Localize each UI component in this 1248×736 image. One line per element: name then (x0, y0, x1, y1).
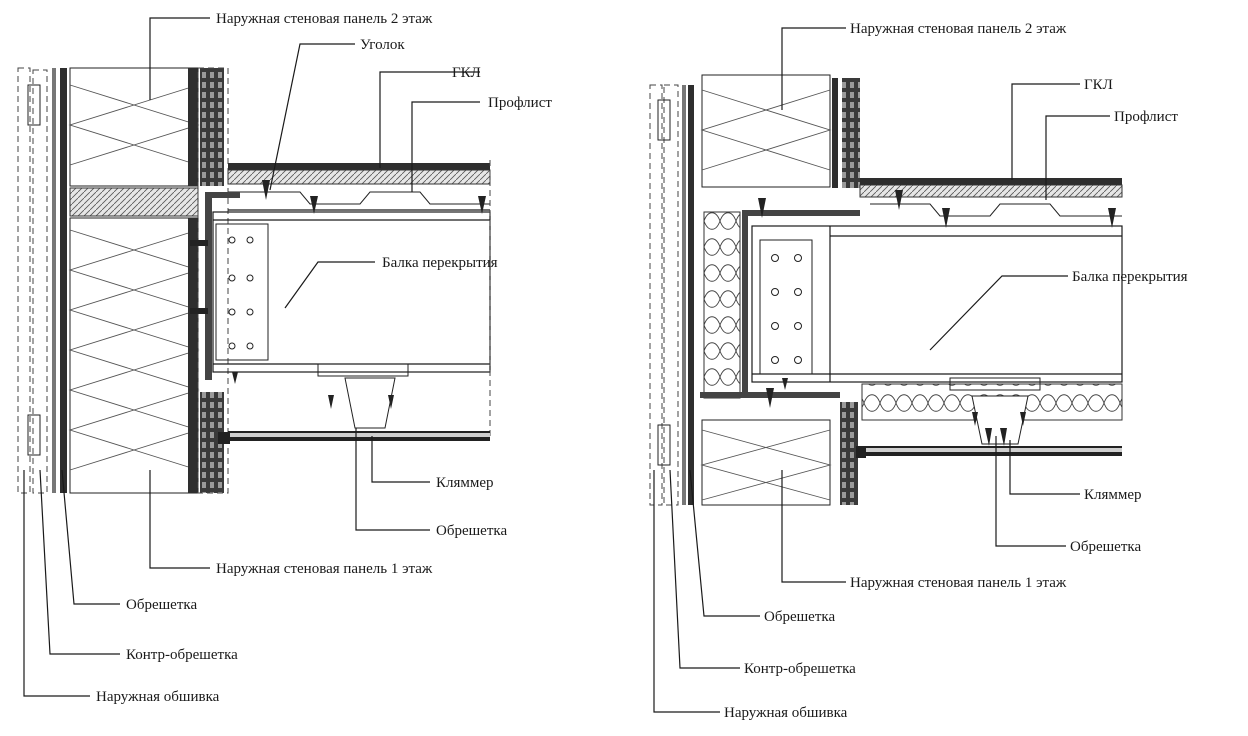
label-profiled-sheet-right: Профлист (1114, 109, 1178, 125)
label-wall-panel-upper-right: Наружная стеновая панель 2 этаж (850, 21, 1067, 37)
rim-insulation-right (703, 211, 741, 399)
fasteners-right (758, 190, 1116, 458)
floor-beam-right (751, 225, 1123, 383)
counter-batten-left (32, 69, 48, 494)
label-floor-beam-right: Балка перекрытия (1072, 269, 1188, 285)
batten-strip-left (60, 68, 67, 493)
label-batten-outer-left: Обрешетка (126, 597, 197, 613)
lower-panel-left (68, 217, 200, 494)
labels-right: Наружная стеновая панель 2 этаж ГКЛ Проф… (724, 21, 1188, 721)
lower-panel-right (700, 402, 858, 506)
fasteners-left (190, 180, 486, 444)
label-angle-left: Уголок (360, 37, 405, 53)
cladding-mark-top-right (657, 99, 671, 141)
label-wall-panel-lower-left: Наружная стеновая панель 1 этаж (216, 561, 433, 577)
batten-strip2-right (682, 85, 686, 505)
labels-left: Наружная стеновая панель 2 этаж Уголок Г… (96, 11, 552, 705)
batten-strip-right (688, 85, 694, 505)
upper-floor-left (227, 163, 491, 211)
label-cladding-left: Наружная обшивка (96, 689, 220, 705)
counter-batten-right (663, 84, 679, 506)
cladding-mark-top-left (27, 84, 41, 126)
label-floor-beam-left: Балка перекрытия (382, 255, 498, 271)
label-wall-panel-lower-right: Наружная стеновая панель 1 этаж (850, 575, 1067, 591)
label-batten-inner-right: Обрешетка (1070, 539, 1141, 555)
angle-left (205, 192, 240, 380)
label-klimmer-left: Кляммер (436, 475, 494, 491)
detail-left (17, 67, 491, 494)
batten-strip2-left (52, 68, 56, 493)
cladding-mark-bottom-left (27, 414, 41, 456)
inner-studs-upper-left (200, 68, 224, 186)
label-batten-inner-left: Обрешетка (436, 523, 507, 539)
leaders-right (653, 27, 1110, 713)
label-profiled-sheet-left: Профлист (488, 95, 552, 111)
ceiling-left (228, 363, 490, 441)
leaders-left (23, 17, 480, 697)
label-counter-batten-right: Контр-обрешетка (744, 661, 856, 677)
outer-cladding-right (649, 84, 663, 506)
upper-panel-left (68, 67, 200, 187)
label-klimmer-right: Кляммер (1084, 487, 1142, 503)
upper-floor-right (830, 178, 1123, 237)
label-gkl-right: ГКЛ (1084, 77, 1113, 93)
label-gkl-left: ГКЛ (452, 65, 481, 81)
floor-beam-left (212, 160, 491, 440)
cladding-mark-bottom-right (657, 424, 671, 466)
ceiling-right (861, 377, 1123, 456)
label-cladding-right: Наружная обшивка (724, 705, 848, 721)
inner-dash-left (197, 67, 229, 494)
upper-panel-right (700, 74, 860, 188)
label-batten-outer-right: Обрешетка (764, 609, 835, 625)
detail-right (649, 74, 1123, 506)
label-counter-batten-left: Контр-обрешетка (126, 647, 238, 663)
label-wall-panel-upper-left: Наружная стеновая панель 2 этаж (216, 11, 433, 27)
rim-band-left (69, 187, 199, 217)
